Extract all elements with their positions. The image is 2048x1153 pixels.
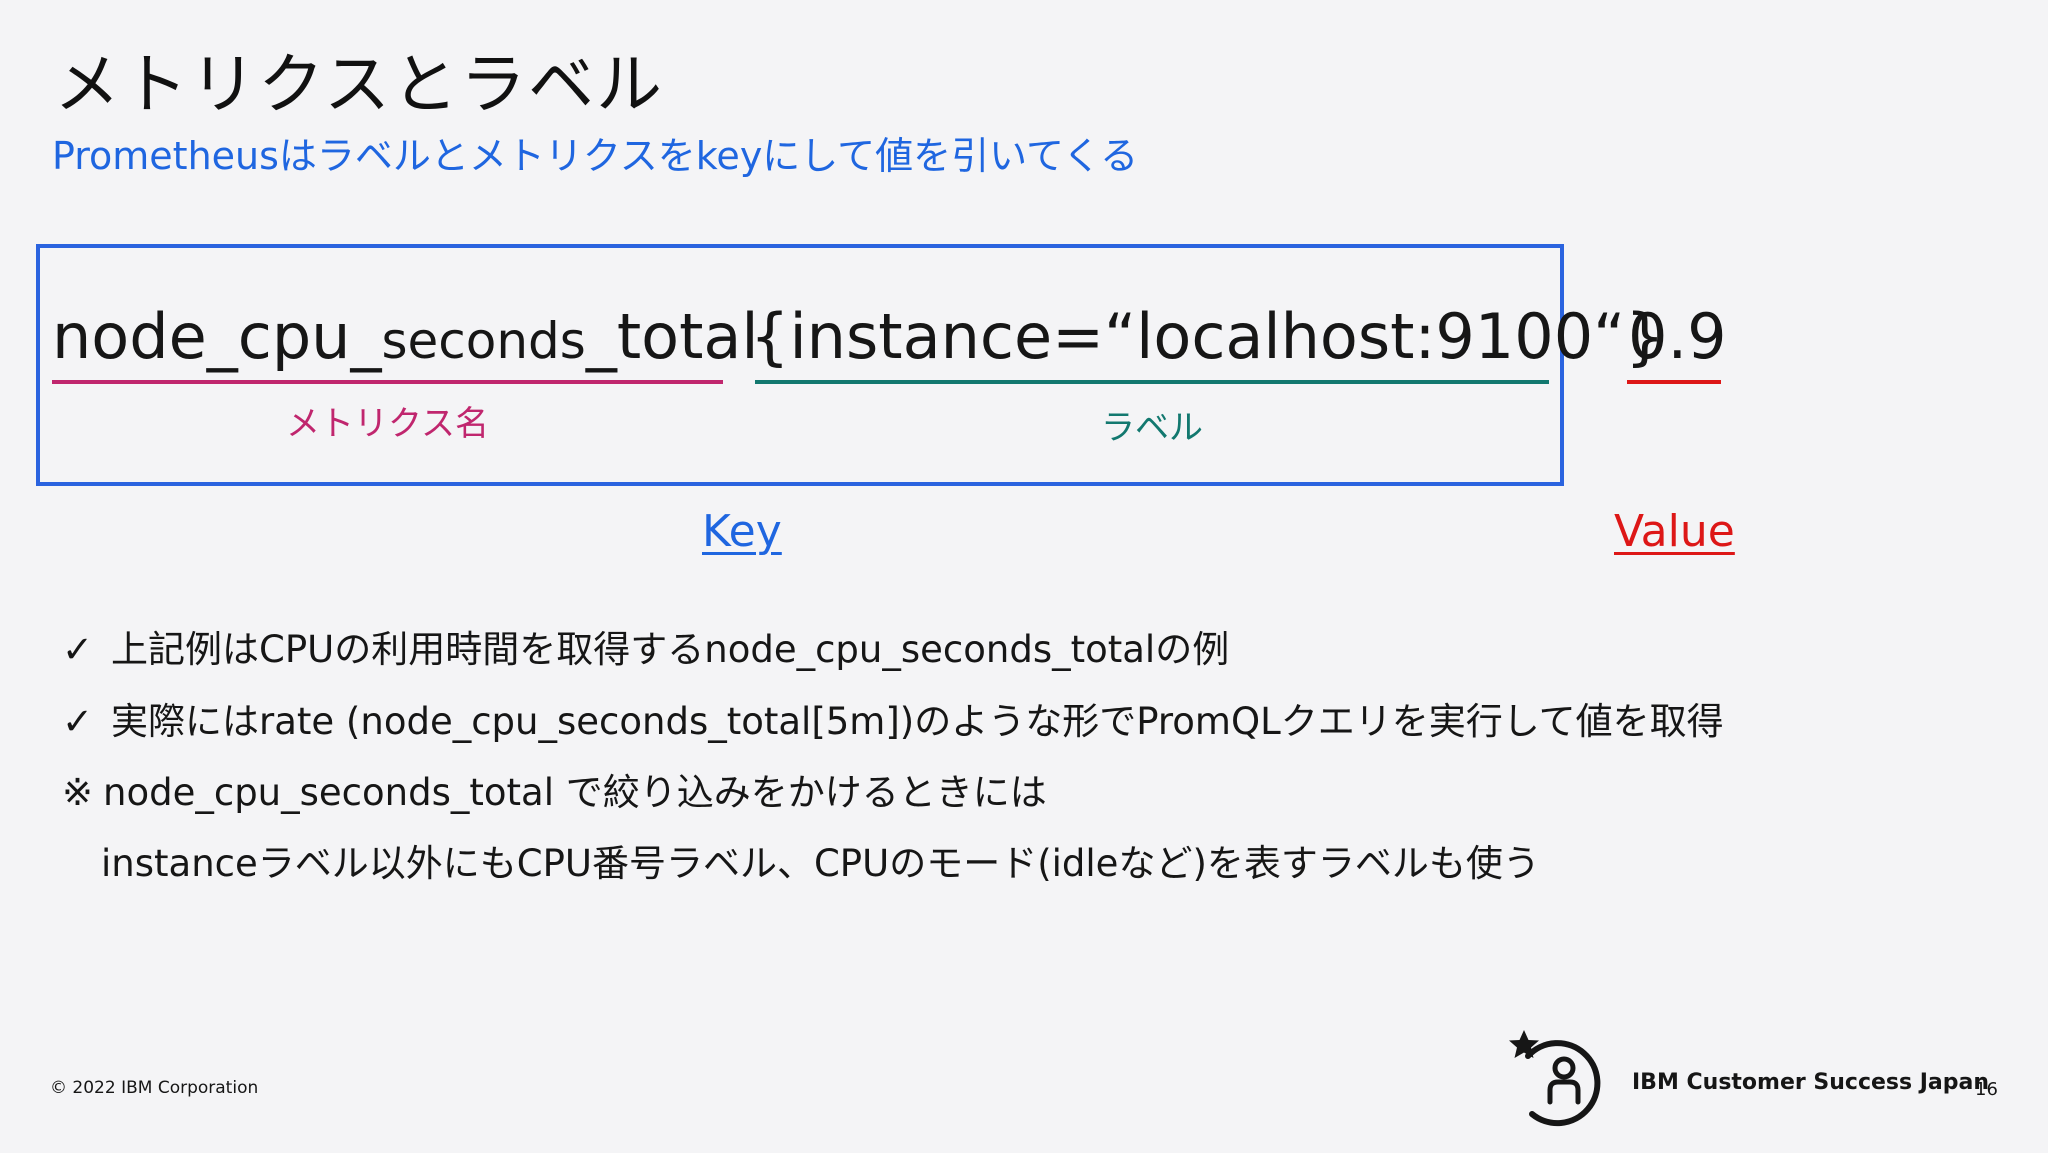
slide-title: メトリクスとラベル <box>54 46 665 123</box>
page-number: 16 <box>1975 1079 1998 1100</box>
bullet-text: 実際にはrate (node_cpu_seconds_total[5m])のよう… <box>111 700 1724 743</box>
key-box <box>36 244 1564 486</box>
customer-success-logo-icon <box>1509 1030 1601 1127</box>
brand-name: IBM Customer Success Japan <box>1632 1070 1990 1095</box>
metric-name-part2: seconds <box>381 312 586 370</box>
note-item: ※node_cpu_seconds_total で絞り込みをかけるときには <box>62 767 1047 819</box>
label-caption: ラベル <box>1101 408 1203 448</box>
sample-value: 0.9 <box>1628 300 1727 373</box>
check-icon: ✓ <box>62 628 94 671</box>
metric-name-part1: node_cpu_ <box>52 300 382 373</box>
check-icon: ✓ <box>62 700 94 743</box>
slide-subtitle: Prometheusはラベルとメトリクスをkeyにして値を引いてくる <box>52 134 1139 178</box>
label-underline <box>755 380 1549 384</box>
metric-name: node_cpu_seconds_total <box>52 300 759 384</box>
copyright: © 2022 IBM Corporation <box>50 1078 259 1098</box>
bullet-text: 上記例はCPUの利用時間を取得するnode_cpu_seconds_totalの… <box>111 628 1230 671</box>
metric-name-part3: _total <box>585 300 759 373</box>
note-continuation-text: instanceラベル以外にもCPU番号ラベル、CPUのモード(idleなど)を… <box>101 842 1540 885</box>
metric-name-caption: メトリクス名 <box>286 404 489 444</box>
key-label: Key <box>702 506 782 557</box>
note-text: node_cpu_seconds_total で絞り込みをかけるときには <box>103 771 1047 814</box>
label-expression: {instance=“localhost:9100“} <box>750 300 1665 373</box>
metric-name-underline <box>52 380 723 384</box>
bullet-item: ✓ 上記例はCPUの利用時間を取得するnode_cpu_seconds_total… <box>62 624 1229 676</box>
bullet-item: ✓ 実際にはrate (node_cpu_seconds_total[5m])のよ… <box>62 696 1724 748</box>
reference-mark-icon: ※ <box>62 771 94 814</box>
value-label: Value <box>1614 506 1735 557</box>
note-continuation: instanceラベル以外にもCPU番号ラベル、CPUのモード(idleなど)を… <box>101 838 1540 890</box>
value-underline <box>1627 380 1721 384</box>
